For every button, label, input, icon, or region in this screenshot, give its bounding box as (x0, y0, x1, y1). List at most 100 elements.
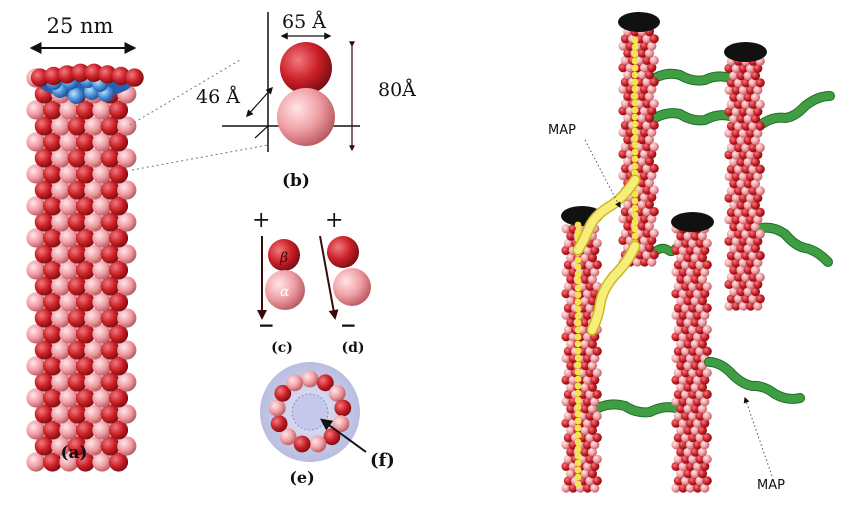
alpha-tubulin (678, 245, 688, 255)
alpha-tubulin (695, 433, 705, 443)
beta-tubulin (750, 200, 761, 210)
alpha-tubulin (649, 99, 659, 109)
rim-subunit (30, 68, 50, 87)
yellow-subunit (631, 50, 639, 58)
beta-tubulin (620, 163, 631, 173)
alpha-tubulin (724, 215, 734, 225)
alpha-symbol: α (280, 284, 290, 300)
beta-tubulin (561, 332, 571, 342)
alpha-tubulin (92, 452, 112, 472)
beta-tubulin (649, 77, 659, 87)
beta-tubulin (736, 157, 746, 167)
beta-tubulin (741, 207, 751, 217)
beta-tubulin (587, 469, 598, 479)
alpha-tubulin (587, 404, 598, 414)
alpha-tubulin (685, 353, 696, 363)
beta-tubulin (676, 274, 686, 284)
alpha-tubulin (59, 356, 79, 376)
panel-label-f: (f) (370, 450, 395, 471)
alpha-tubulin (117, 116, 137, 136)
alpha-tubulin (693, 375, 703, 385)
beta-tubulin (563, 389, 574, 399)
yellow-subunit (574, 326, 582, 334)
beta-tubulin (700, 245, 710, 255)
beta-tubulin (642, 185, 652, 195)
beta-tubulin (683, 339, 693, 349)
alpha-tubulin (746, 236, 756, 246)
beta-tubulin (755, 294, 765, 304)
alpha-tubulin (748, 121, 758, 131)
alpha-tubulin (637, 156, 647, 166)
alpha-tubulin (748, 207, 758, 217)
panel-e-cross-section: (f) (e) (260, 362, 395, 487)
yellow-subunit (574, 298, 582, 306)
beta-tubulin (34, 340, 54, 360)
beta-tubulin (75, 164, 96, 184)
beta-tubulin (693, 267, 703, 277)
alpha-tubulin (644, 48, 655, 58)
alpha-tubulin (750, 92, 761, 102)
yellow-map (572, 36, 641, 488)
beta-tubulin (647, 149, 657, 159)
alpha-tubulin (748, 294, 758, 304)
beta-tubulin (75, 388, 96, 408)
beta-tubulin (750, 157, 761, 167)
alpha-tubulin (117, 404, 137, 424)
beta-tubulin (108, 100, 129, 120)
alpha-tubulin (51, 244, 71, 264)
alpha-tubulin (690, 253, 700, 263)
alpha-tubulin (678, 461, 688, 471)
beta-tubulin (748, 143, 758, 153)
alpha-tubulin (51, 212, 71, 232)
alpha-tubulin (561, 224, 571, 234)
alpha-tubulin (647, 214, 657, 224)
beta-tubulin (734, 229, 744, 239)
ring-subunit (328, 384, 346, 402)
alpha-tubulin (690, 425, 700, 435)
alpha-tubulin (755, 143, 765, 153)
beta-tubulin (75, 324, 96, 344)
beta-tubulin (678, 267, 688, 277)
beta-tubulin (42, 452, 63, 472)
beta-tubulin (42, 228, 63, 248)
yellow-subunit (574, 319, 582, 327)
beta-tubulin (649, 120, 659, 130)
beta-tubulin (108, 324, 129, 344)
yellow-subunit (574, 368, 582, 376)
alpha-tubulin (620, 55, 631, 65)
beta-tubulin (685, 418, 696, 428)
alpha-tubulin (580, 296, 590, 306)
alpha-tubulin (644, 91, 655, 101)
beta-tubulin (673, 433, 684, 443)
width-label: 65 Å (282, 11, 326, 33)
alpha-tubulin (681, 389, 691, 399)
alpha-tubulin (741, 143, 751, 153)
alpha-tubulin (755, 272, 765, 282)
alpha-tubulin (743, 287, 753, 297)
beta-tubulin (697, 253, 708, 263)
beta-tubulin (695, 281, 705, 291)
alpha-tubulin (585, 433, 595, 443)
beta-tubulin (561, 289, 571, 299)
alpha-tubulin (697, 447, 708, 457)
alpha-tubulin (681, 346, 691, 356)
beta-tubulin (618, 106, 628, 116)
alpha-tubulin (620, 142, 631, 152)
beta-tubulin (688, 389, 698, 399)
beta-tubulin (753, 193, 763, 203)
beta-tubulin (649, 163, 659, 173)
alpha-tubulin (734, 121, 744, 131)
alpha-tubulin (731, 107, 741, 117)
alpha-tubulin (563, 325, 574, 335)
alpha-tubulin (59, 420, 79, 440)
alpha-tubulin (738, 301, 749, 311)
alpha-tubulin (585, 476, 595, 486)
beta-tubulin (741, 121, 751, 131)
beta-tubulin (731, 215, 741, 225)
alpha-tubulin (644, 178, 655, 188)
alpha-tubulin (746, 150, 756, 160)
beta-tubulin (734, 186, 744, 196)
beta-tubulin (580, 447, 590, 457)
alpha-tubulin (743, 114, 753, 124)
alpha-tubulin (640, 192, 650, 202)
